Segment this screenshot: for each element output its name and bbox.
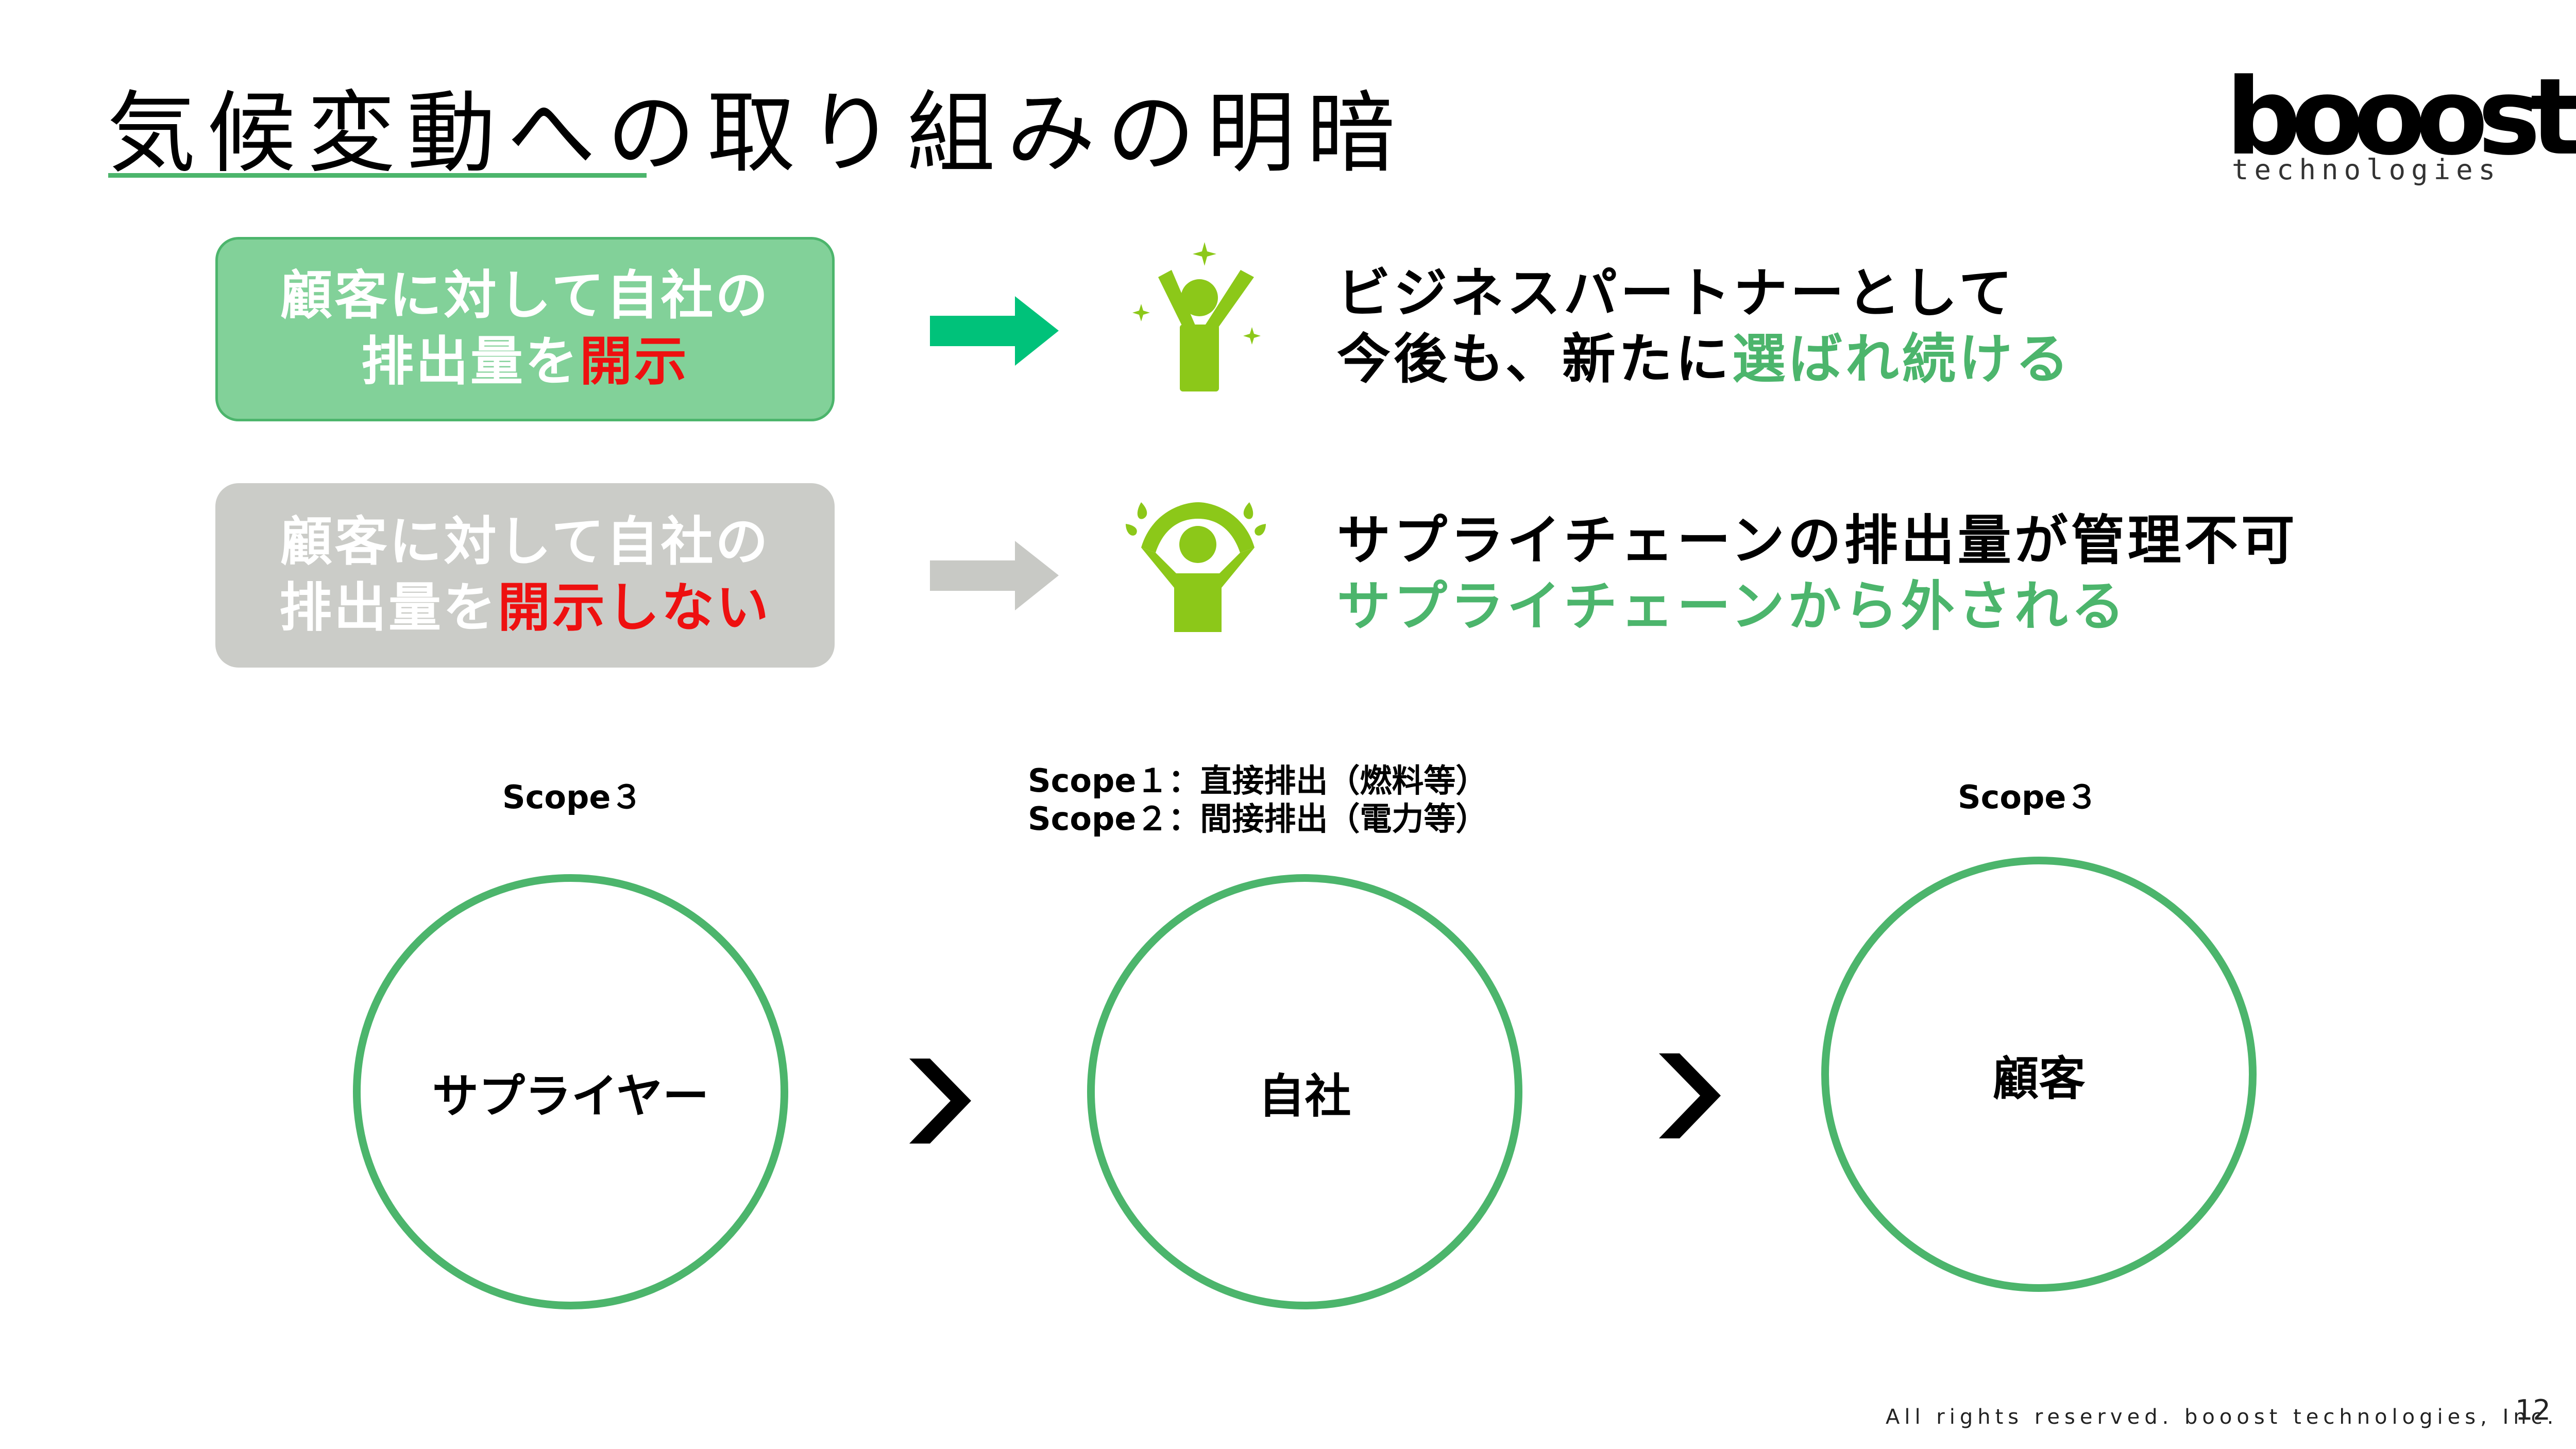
company-circle: 自社 — [1087, 874, 1522, 1309]
cheering-person-icon — [1132, 242, 1261, 391]
not-disclose-pill-line1: 顧客に対して自社の — [280, 512, 770, 573]
distressed-person-icon — [1126, 502, 1266, 632]
supplier-circle: サプライヤー — [353, 874, 788, 1309]
disclose-outcome-line1: ビジネスパートナーとして — [1337, 262, 2015, 325]
disclose-pill-line2: 排出量を開示 — [361, 329, 689, 395]
not-disclose-pill-line2: 排出量を開示しない — [279, 575, 771, 641]
not-disclose-outcome-highlight: サプライチェーンから外される — [1337, 575, 2128, 638]
not-disclose-outcome: サプライチェーンの排出量が管理不可 サプライチェーンから外される — [1337, 507, 2298, 639]
logo-wordmark: booost — [2226, 56, 2576, 179]
disclose-outcome-line2: 今後も、新たに選ばれ続ける — [1337, 326, 2072, 392]
disclose-outcome: ビジネスパートナーとして 今後も、新たに選ばれ続ける — [1337, 260, 2072, 392]
disclose-pill-line1: 顧客に対して自社の — [280, 265, 770, 327]
supplier-scope-label: Scope３ — [502, 778, 643, 816]
copyright-footer: All rights reserved. booost technologies… — [1886, 1405, 2558, 1429]
title-underline — [108, 173, 647, 178]
company-scope2-label: Scope２：間接排出（電力等） — [1028, 800, 1488, 838]
disclose-pill-line2-normal: 排出量を — [361, 331, 580, 393]
disclose-pill-highlight: 開示 — [580, 331, 689, 393]
company-logo: booost technologies — [2226, 65, 2576, 186]
not-disclose-pill-highlight: 開示しない — [498, 577, 771, 639]
not-disclose-outcome-line1: サプライチェーンの排出量が管理不可 — [1337, 509, 2298, 572]
page-title: 気候変動への取り組みの明暗 — [107, 81, 1406, 185]
customer-circle: 顧客 — [1821, 857, 2257, 1292]
company-scope1-label: Scope１：直接排出（燃料等） — [1028, 762, 1488, 799]
disclose-outcome-line2-normal: 今後も、新たに — [1337, 328, 1732, 390]
logo-subtext: technologies — [2232, 154, 2501, 186]
chevron-right-icon — [909, 1059, 971, 1144]
disclose-outcome-highlight: 選ばれ続ける — [1732, 328, 2072, 390]
not-disclose-pill-line2-normal: 排出量を — [279, 577, 498, 639]
disclose-pill: 顧客に対して自社の 排出量を開示 — [215, 237, 835, 421]
customer-label: 顧客 — [1992, 1051, 2086, 1106]
supplier-label: サプライヤー — [432, 1069, 709, 1123]
green-arrow-icon — [930, 296, 1059, 366]
gray-arrow-icon — [930, 541, 1059, 610]
chevron-right-icon — [1659, 1053, 1721, 1138]
customer-scope-label: Scope３ — [1958, 778, 2098, 816]
company-label: 自社 — [1258, 1069, 1351, 1123]
not-disclose-pill: 顧客に対して自社の 排出量を開示しない — [215, 483, 835, 668]
page-number: 12 — [2515, 1394, 2551, 1426]
